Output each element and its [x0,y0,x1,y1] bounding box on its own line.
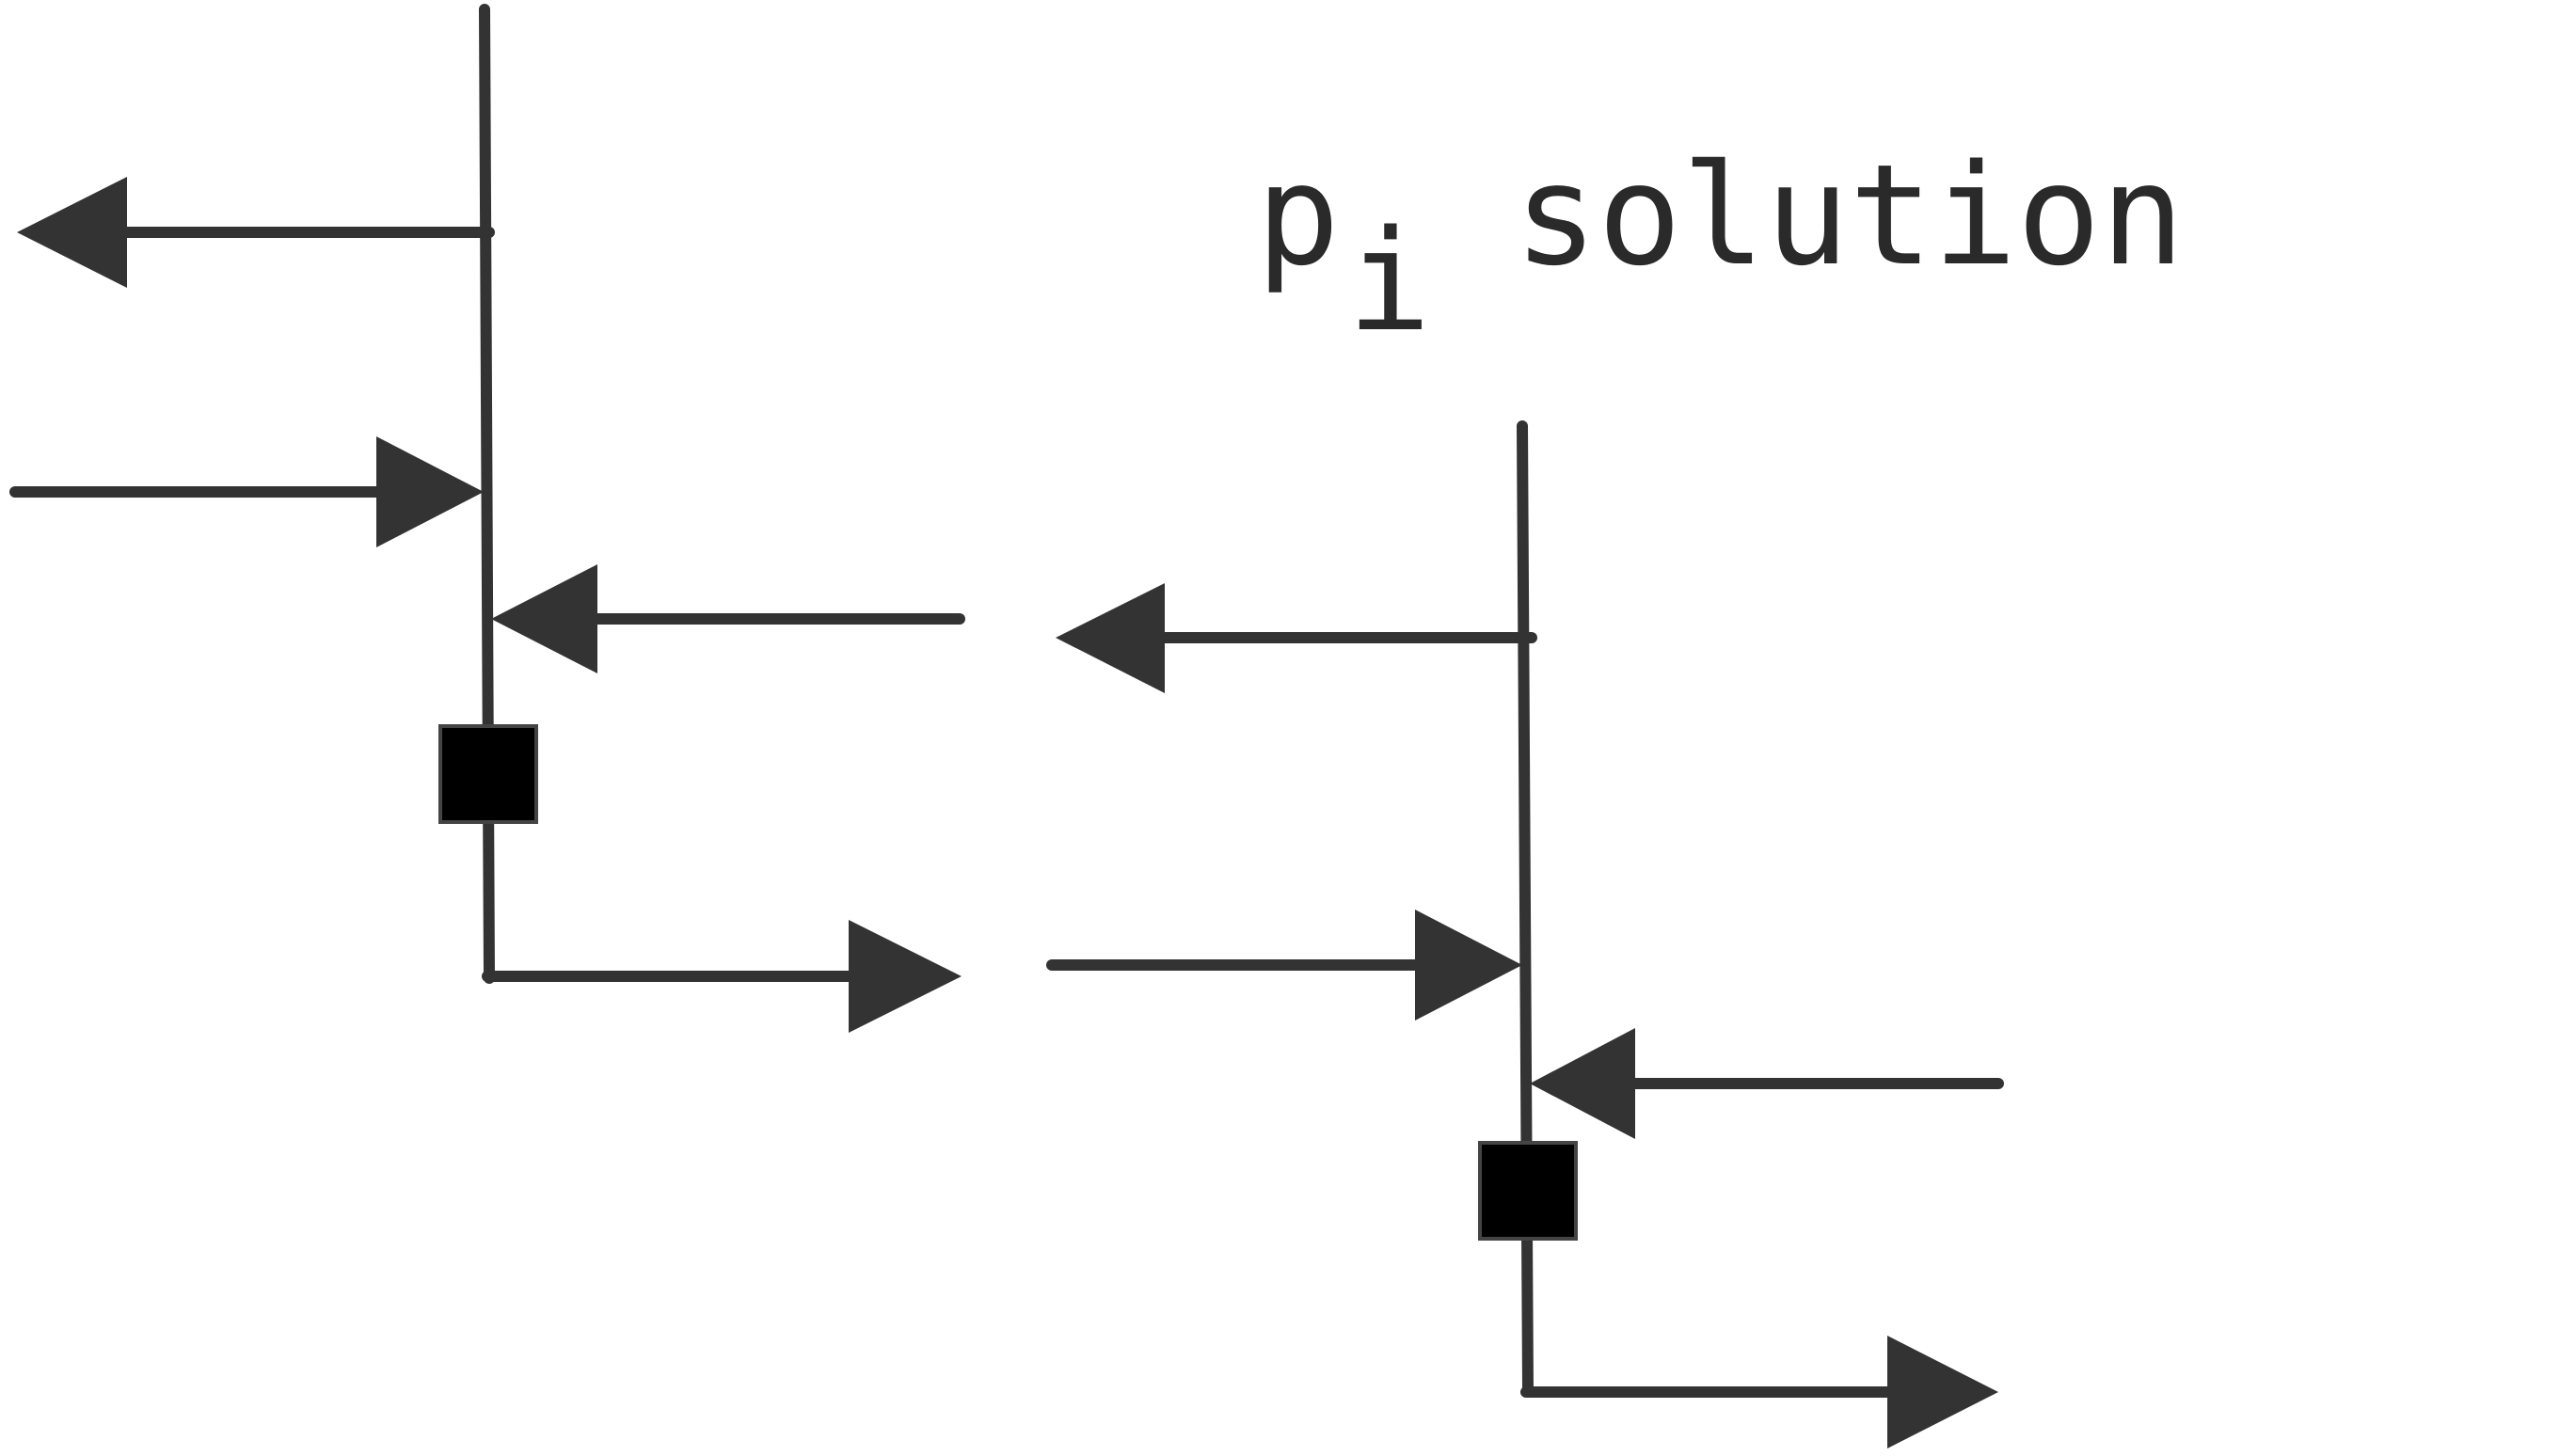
left-arrow-incoming-leftward [491,564,965,673]
right-arrow-incoming-leftward [1530,1028,2004,1139]
arrowhead-left [17,177,127,288]
diagram-title: p i solution [1256,135,2185,362]
arrowhead-right [1887,1336,1998,1448]
title-subscript: i [1347,200,1431,362]
arrowhead-right [1415,910,1522,1021]
title-rest: solution [1430,135,2185,296]
right-structure [1046,420,2004,1448]
left-arrow-top-leftward [17,177,495,288]
arrowhead-left [491,564,597,673]
arrowhead-right [376,436,484,547]
arrowhead-left [1056,583,1165,693]
left-vertical-line [479,4,495,984]
left-arrow-bottom-rightward [482,920,962,1033]
left-structure [9,4,965,1033]
right-arrow-incoming-rightward [1046,910,1522,1021]
title-main: p [1256,135,1340,296]
left-arrow-incoming-rightward [9,436,484,547]
arrowhead-right [849,920,962,1033]
right-vertical-line [1517,420,1534,1396]
arrowhead-left [1530,1028,1635,1139]
right-arrow-top-leftward [1056,583,1537,693]
left-square-node [438,724,538,824]
right-square-node [1478,1141,1578,1241]
right-arrow-bottom-rightward [1520,1336,1998,1448]
